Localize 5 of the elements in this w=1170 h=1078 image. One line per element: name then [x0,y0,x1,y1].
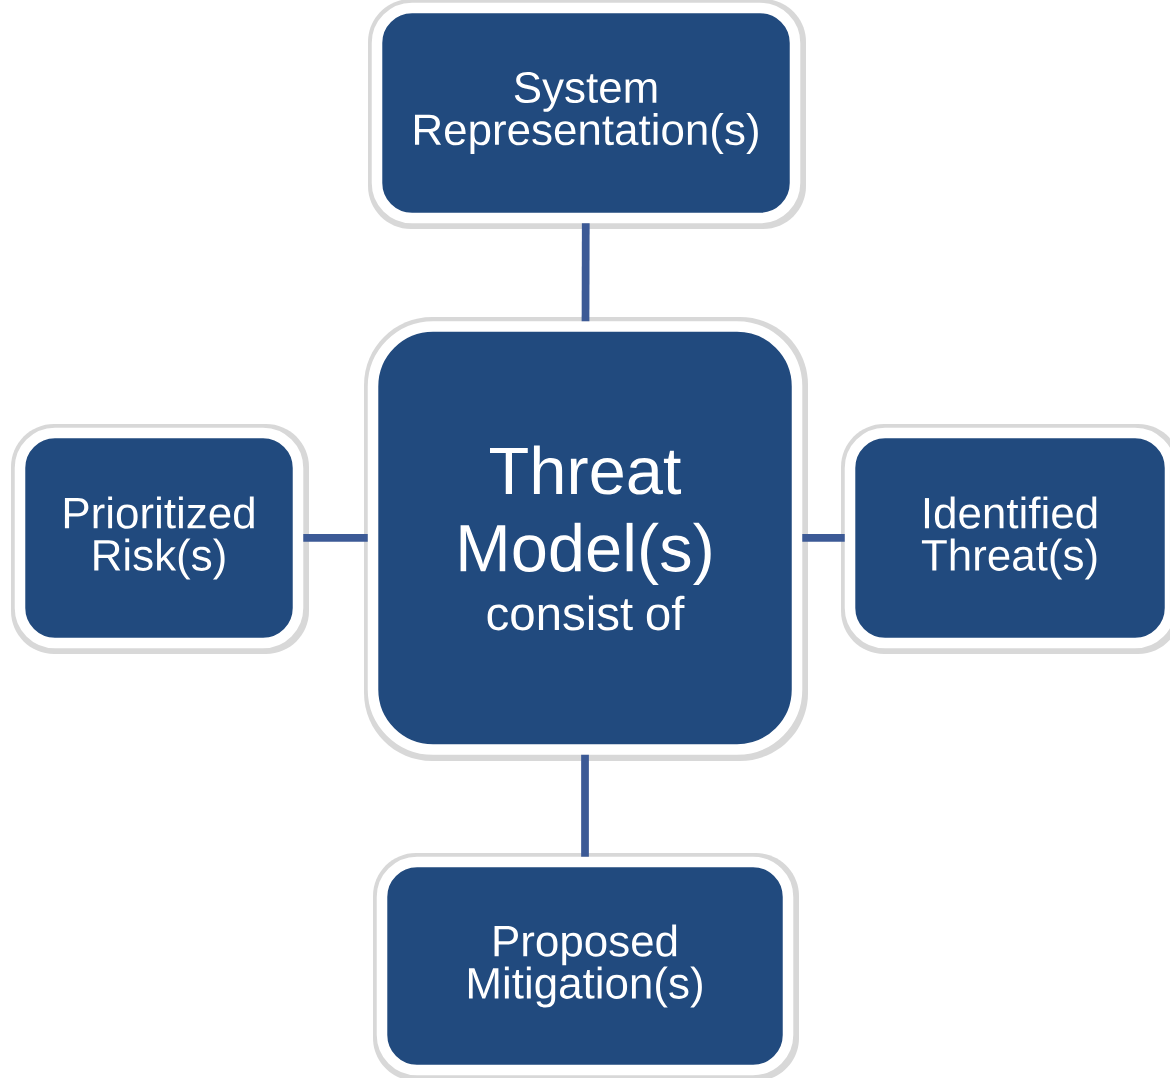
process-box: Threat Model(s) consist of [364,317,808,761]
process-box: Proposed Mitigation(s) [373,853,799,1078]
process-box: Identified Threat(s) [841,424,1170,654]
process-box: Prioritized Risk(s) [11,424,309,654]
process-box: System Representation(s) [368,0,806,229]
